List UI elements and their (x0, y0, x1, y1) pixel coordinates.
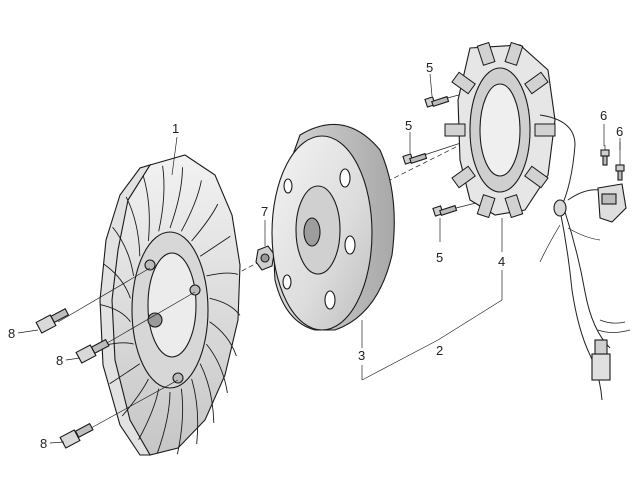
leader-lines (17, 73, 621, 444)
callout-stator: 4 (498, 254, 505, 269)
cooling-fan (99, 154, 241, 456)
fan-fin (209, 297, 241, 316)
fan-bolt-hole-right (189, 284, 201, 296)
fan-fin (138, 388, 160, 440)
fan-fin (157, 391, 171, 453)
callout-magneto-assembly: 2 (436, 343, 443, 358)
fan-fin (112, 226, 135, 276)
flywheel (271, 123, 395, 331)
stator (444, 41, 556, 219)
fan-fin (199, 363, 215, 424)
cable-grommet (553, 199, 567, 217)
stator-pole (534, 123, 556, 137)
stator-pole (476, 41, 496, 66)
callout-fan: 1 (172, 121, 179, 136)
callout-pickup-screw-a: 6 (600, 108, 607, 123)
callout-fan-bolt-middle: 8 (56, 353, 63, 368)
fan-bolt-top (35, 267, 151, 334)
fan-fin (191, 203, 219, 242)
fan-fin (142, 175, 150, 242)
harness-connector (591, 353, 611, 381)
fan-bolt-hole-bottom (172, 372, 184, 384)
wiring-harness (539, 114, 631, 401)
fan-fin (103, 263, 131, 299)
fan-fin (209, 321, 237, 357)
fan-fin (125, 196, 141, 257)
flywheel-nut (255, 245, 275, 271)
fan-fin (169, 167, 183, 229)
fan-center-hole (147, 312, 163, 328)
pickup-coil (597, 183, 627, 223)
callout-stator-screw-middle: 5 (405, 118, 412, 133)
fan-fin (121, 378, 149, 417)
fan-fin (206, 272, 239, 277)
fan-fin (99, 304, 131, 322)
callout-flywheel: 3 (358, 348, 365, 363)
callout-fan-bolt-top: 8 (8, 326, 15, 341)
fan-fin (206, 343, 228, 393)
fan-fin (176, 388, 184, 455)
callout-fan-bolt-bottom: 8 (40, 436, 47, 451)
stator-pole (504, 194, 524, 219)
callout-labels: 1 2 3 4 5 5 5 6 6 7 8 8 8 (8, 60, 623, 451)
fan-bolt-hole-top (144, 259, 156, 271)
callout-flywheel-nut: 7 (261, 204, 268, 219)
stator-poles (444, 41, 556, 219)
fan-bolt-bottom (59, 379, 179, 449)
callout-pickup-screw-b: 6 (616, 124, 623, 139)
stator-screw-top (424, 91, 471, 108)
callout-stator-screw-top: 5 (426, 60, 433, 75)
stator-pole (444, 123, 466, 137)
stator-pole (524, 165, 549, 189)
callout-stator-screw-bottom: 5 (436, 250, 443, 265)
fan-fin (191, 378, 199, 445)
stator-pole (451, 71, 476, 95)
fan-fin (109, 363, 141, 385)
stator-pole (504, 41, 524, 66)
fan-fin (199, 235, 231, 257)
fan-bolt-middle (75, 291, 196, 364)
stator-pole (451, 165, 476, 189)
pickup-screw-a (600, 145, 610, 166)
stator-pole (476, 194, 496, 219)
stator-pole (524, 71, 549, 95)
fan-fin (180, 180, 202, 232)
stator-screw-bottom (432, 199, 489, 217)
fan-fin (158, 165, 165, 232)
